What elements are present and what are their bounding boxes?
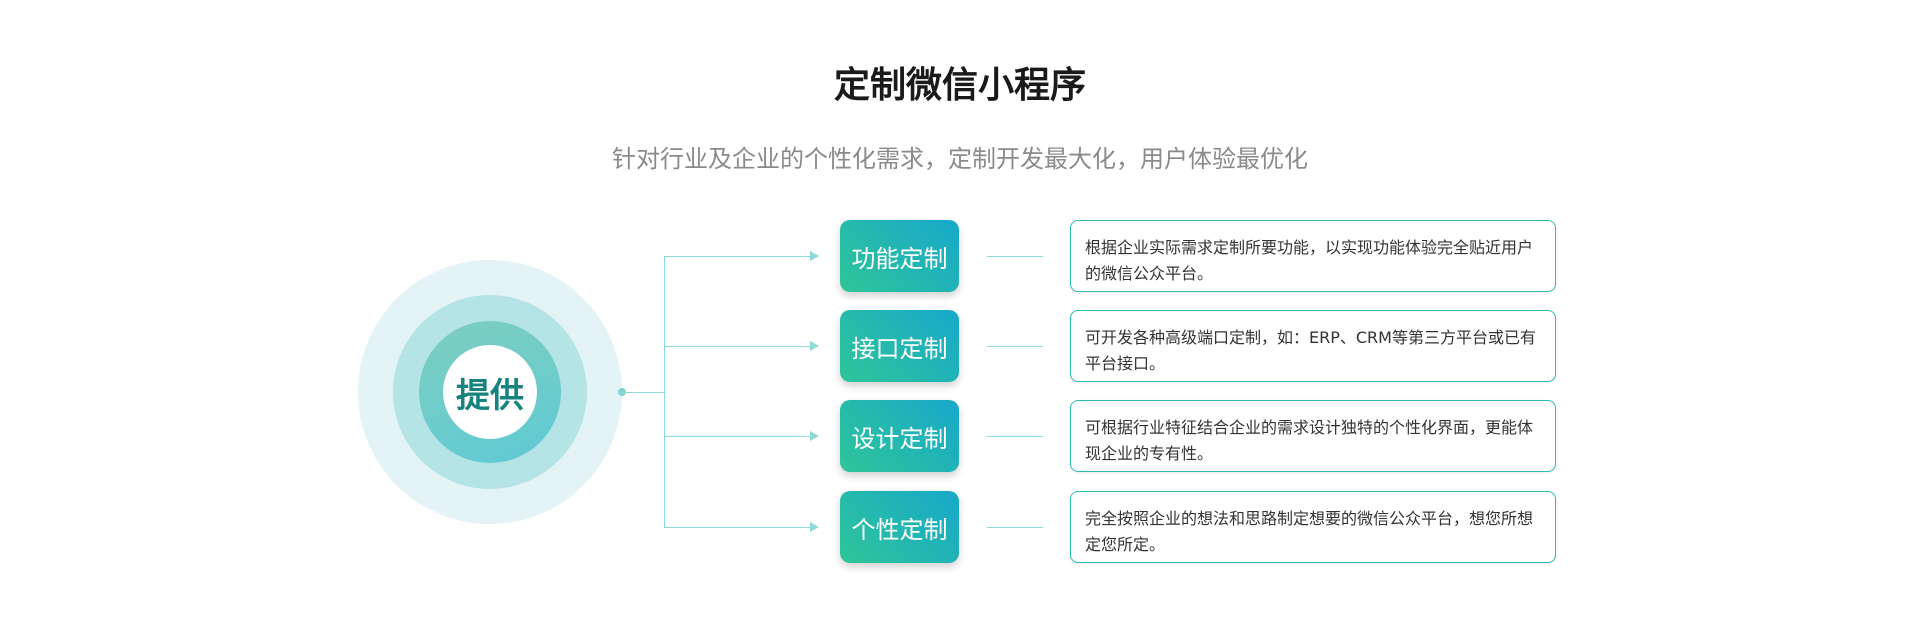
desc-connector [987, 436, 1043, 437]
feature-button-design[interactable]: 设计定制 [840, 400, 959, 472]
branch-line [664, 436, 812, 437]
arrow-icon [810, 431, 819, 441]
arrow-icon [810, 341, 819, 351]
description-box-personal: 完全按照企业的想法和思路制定想要的微信公众平台，想您所想定您所定。 [1070, 491, 1556, 563]
feature-button-personal[interactable]: 个性定制 [840, 491, 959, 563]
description-box-function: 根据企业实际需求定制所要功能，以实现功能体验完全贴近用户的微信公众平台。 [1070, 220, 1556, 292]
center-label: 提供 [443, 345, 537, 439]
desc-connector [987, 527, 1043, 528]
feature-button-interface[interactable]: 接口定制 [840, 310, 959, 382]
branch-line [664, 346, 812, 347]
page-subtitle: 针对行业及企业的个性化需求，定制开发最大化，用户体验最优化 [612, 145, 1308, 173]
page-title: 定制微信小程序 [833, 65, 1086, 106]
desc-connector [987, 346, 1043, 347]
feature-button-function[interactable]: 功能定制 [840, 220, 959, 292]
desc-connector [987, 256, 1043, 257]
description-box-design: 可根据行业特征结合企业的需求设计独特的个性化界面，更能体现企业的专有性。 [1070, 400, 1556, 472]
arrow-icon [810, 251, 819, 261]
connector-line [622, 392, 664, 393]
connector-trunk [664, 256, 665, 528]
branch-line [664, 527, 812, 528]
branch-line [664, 256, 812, 257]
description-box-interface: 可开发各种高级端口定制，如：ERP、CRM等第三方平台或已有平台接口。 [1070, 310, 1556, 382]
arrow-icon [810, 522, 819, 532]
